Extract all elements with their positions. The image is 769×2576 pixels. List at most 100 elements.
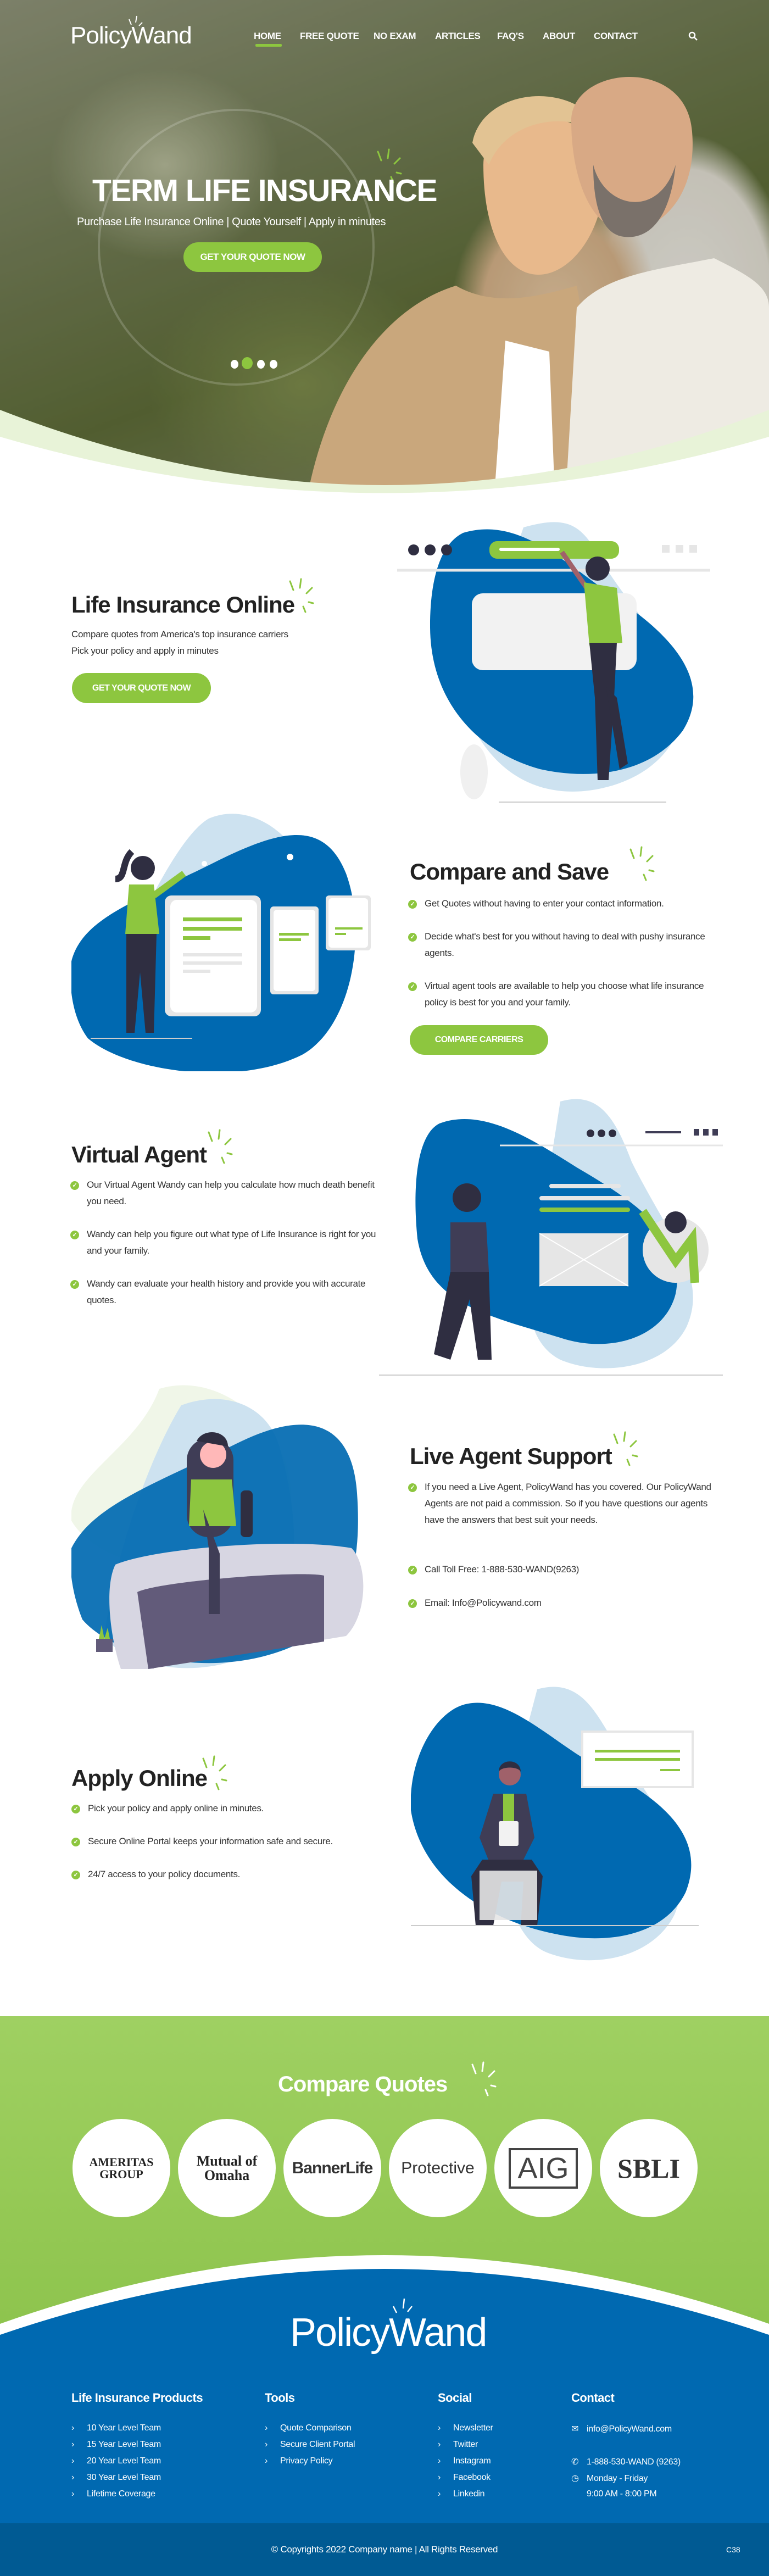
sparkle-icon xyxy=(471,2061,497,2096)
chevron-right-icon: › xyxy=(71,2489,75,2499)
search-icon[interactable] xyxy=(688,31,698,41)
sparkle-icon xyxy=(289,578,314,613)
bullet-item: ✓24/7 access to your policy documents. xyxy=(71,1866,412,1883)
footer-link[interactable]: ›Privacy Policy xyxy=(265,2456,333,2466)
carrier-logo-ameritas[interactable]: AMERITAS GROUP xyxy=(73,2119,170,2217)
bullet-item: ✓Virtual agent tools are available to he… xyxy=(408,978,716,1011)
compare-quotes-title: Compare Quotes xyxy=(278,2072,448,2096)
copyright-bar: © Copyrights 2022 Company name | All Rig… xyxy=(0,2523,769,2576)
copyright-text: © Copyrights 2022 Company name | All Rig… xyxy=(271,2544,498,2555)
footer-link[interactable]: ›Lifetime Coverage xyxy=(71,2489,155,2499)
carrier-logo-sbli[interactable]: SBLI xyxy=(600,2119,698,2217)
footer-link[interactable]: ›30 Year Level Team xyxy=(71,2473,161,2482)
footer-logo[interactable]: PolicyWand xyxy=(290,2311,487,2355)
footer-link[interactable]: ›Newsletter xyxy=(438,2423,493,2433)
slide-dot-3[interactable] xyxy=(257,360,265,369)
chevron-right-icon: › xyxy=(265,2440,268,2449)
check-icon: ✓ xyxy=(70,1280,79,1289)
illustration-virtual-agent xyxy=(379,1099,723,1376)
bullet-item-phone: ✓Call Toll Free: 1-888-530-WAND(9263) xyxy=(408,1561,721,1578)
footer-link[interactable]: ›15 Year Level Team xyxy=(71,2440,161,2449)
chevron-right-icon: › xyxy=(265,2456,268,2466)
bullet-item: ✓Pick your policy and apply online in mi… xyxy=(71,1800,412,1817)
sparkle-icon xyxy=(208,1129,233,1164)
section1-line: Compare quotes from America's top insura… xyxy=(71,629,288,639)
footer-heading-tools: Tools xyxy=(265,2391,295,2405)
bullet-item: ✓Wandy can evaluate your health history … xyxy=(70,1276,378,1309)
hero-title: TERM LIFE INSURANCE xyxy=(92,173,438,208)
nav-home[interactable]: HOME xyxy=(254,31,281,41)
hero-curve xyxy=(0,410,769,494)
nav-about[interactable]: ABOUT xyxy=(543,31,575,41)
carrier-logo-protective[interactable]: Protective xyxy=(389,2119,487,2217)
check-icon: ✓ xyxy=(408,900,417,909)
bullet-item: ✓Secure Online Portal keeps your informa… xyxy=(71,1833,412,1850)
footer-link[interactable]: ›Instagram xyxy=(438,2456,491,2466)
footer-link[interactable]: ›Facebook xyxy=(438,2473,491,2482)
footer-link[interactable]: ›Secure Client Portal xyxy=(265,2440,355,2449)
chevron-right-icon: › xyxy=(438,2456,441,2466)
footer-contact-hours-time: 9:00 AM - 8:00 PM xyxy=(587,2489,657,2499)
section-title-compare-and-save: Compare and Save xyxy=(410,859,609,884)
chevron-right-icon: › xyxy=(438,2440,441,2449)
carrier-logo-mutual-of-omaha[interactable]: Mutual of Omaha xyxy=(178,2119,276,2217)
slide-dot-4[interactable] xyxy=(270,360,277,369)
bullet-item: ✓Decide what's best for you without havi… xyxy=(408,928,716,961)
clock-icon: ◷ xyxy=(571,2474,579,2483)
footer-contact-phone[interactable]: ✆1-888-530-WAND (9263) xyxy=(571,2457,681,2467)
footer-link[interactable]: ›20 Year Level Team xyxy=(71,2456,161,2466)
check-icon: ✓ xyxy=(70,1231,79,1239)
footer-heading-contact: Contact xyxy=(571,2391,615,2405)
page-badge: C38 xyxy=(726,2545,740,2554)
hero-quote-button[interactable]: GET YOUR QUOTE NOW xyxy=(183,242,322,272)
envelope-icon: ✉ xyxy=(571,2424,579,2434)
nav-faqs[interactable]: FAQ'S xyxy=(497,31,524,41)
chevron-right-icon: › xyxy=(71,2423,75,2433)
illustration-live-agent-desk xyxy=(71,1385,364,1669)
carrier-logo-aig[interactable]: AIG xyxy=(494,2119,592,2217)
footer-contact-hours: ◷Monday - Friday xyxy=(571,2474,648,2483)
slide-dot-1[interactable] xyxy=(231,360,238,369)
sparkle-icon xyxy=(202,1755,227,1790)
section-title-apply-online: Apply Online xyxy=(71,1765,208,1791)
footer-heading-social: Social xyxy=(438,2391,472,2405)
logo-sparkle-icon xyxy=(129,15,143,26)
chevron-right-icon: › xyxy=(438,2473,441,2482)
check-icon: ✓ xyxy=(71,1805,80,1813)
check-icon: ✓ xyxy=(408,1566,417,1574)
illustration-man-tablet xyxy=(411,1687,699,1961)
sparkle-icon xyxy=(613,1431,638,1466)
footer-heading-products: Life Insurance Products xyxy=(71,2391,203,2405)
section-title-virtual-agent: Virtual Agent xyxy=(71,1142,207,1167)
site-logo[interactable]: PolicyWand xyxy=(70,22,192,49)
nav-free-quote[interactable]: FREE QUOTE xyxy=(300,31,359,41)
footer-link[interactable]: ›10 Year Level Team xyxy=(71,2423,161,2433)
check-icon: ✓ xyxy=(408,933,417,942)
chevron-right-icon: › xyxy=(438,2489,441,2499)
carrier-logo-banner-life[interactable]: BannerLife xyxy=(283,2119,381,2217)
footer-link[interactable]: ›Quote Comparison xyxy=(265,2423,352,2433)
chevron-right-icon: › xyxy=(71,2473,75,2482)
chevron-right-icon: › xyxy=(71,2456,75,2466)
footer-link[interactable]: ›Linkedin xyxy=(438,2489,485,2499)
sparkle-icon xyxy=(629,846,655,881)
hero-subtitle: Purchase Life Insurance Online | Quote Y… xyxy=(77,216,386,228)
section-title-live-agent-support: Live Agent Support xyxy=(410,1443,612,1469)
nav-active-indicator xyxy=(255,44,282,47)
check-icon: ✓ xyxy=(71,1871,80,1879)
illustration-woman-browser xyxy=(397,522,710,803)
nav-contact[interactable]: CONTACT xyxy=(594,31,638,41)
chevron-right-icon: › xyxy=(71,2440,75,2449)
phone-icon: ✆ xyxy=(571,2457,579,2467)
compare-carriers-button[interactable]: COMPARE CARRIERS xyxy=(410,1025,548,1055)
footer-link[interactable]: ›Twitter xyxy=(438,2440,478,2449)
nav-no-exam[interactable]: NO EXAM xyxy=(374,31,416,41)
bullet-item: ✓Get Quotes without having to enter your… xyxy=(408,895,716,912)
section1-line: Pick your policy and apply in minutes xyxy=(71,646,219,656)
slide-dot-2-active[interactable] xyxy=(242,357,253,369)
chevron-right-icon: › xyxy=(438,2423,441,2433)
bullet-item: ✓If you need a Live Agent, PolicyWand ha… xyxy=(408,1479,721,1528)
get-quote-button[interactable]: GET YOUR QUOTE NOW xyxy=(72,673,211,703)
nav-articles[interactable]: ARTICLES xyxy=(435,31,481,41)
footer-contact-email[interactable]: ✉info@PolicyWand.com xyxy=(571,2424,672,2434)
